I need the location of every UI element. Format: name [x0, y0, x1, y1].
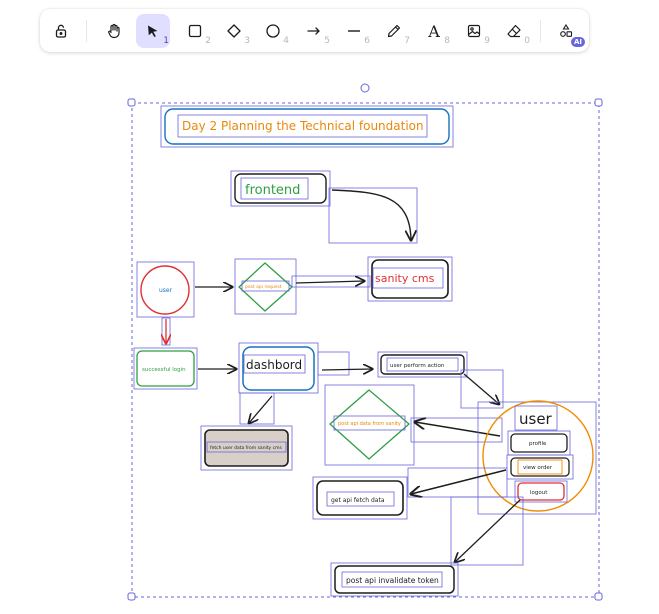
- title-text: Day 2 Planning the Technical foundation: [182, 119, 424, 133]
- line-icon: [348, 30, 360, 32]
- fetch-user-data-box[interactable]: fetch user data from sanity cms: [200, 425, 293, 471]
- eraser-tool-button[interactable]: 0: [497, 14, 531, 48]
- connector-arrow[interactable]: [321, 369, 372, 370]
- hand-icon: [108, 23, 120, 39]
- selection-box[interactable]: [127, 83, 603, 601]
- tool-shortcut-key: 8: [444, 36, 450, 46]
- tool-shortcut-key: 5: [324, 36, 330, 46]
- post-api-invalidate-text: post api invalidate token: [346, 576, 439, 585]
- rectangle-icon: [188, 24, 202, 38]
- user-circle-text: user: [159, 287, 173, 294]
- user-perform-action-box[interactable]: user perform action: [377, 351, 468, 378]
- user-circle-node[interactable]: user: [136, 261, 195, 318]
- profile-item[interactable]: profile: [529, 441, 547, 447]
- post-api-invalidate-box[interactable]: post api invalidate token: [330, 562, 459, 597]
- toolbar: 1 2 3 4 5 6 7 A 8 9 0 AI: [40, 9, 589, 52]
- title-box[interactable]: Day 2 Planning the Technical foundation: [160, 105, 454, 148]
- diamond-tool-button[interactable]: 3: [217, 14, 251, 48]
- user-menu-title: user: [519, 410, 553, 428]
- hand-tool-button[interactable]: [97, 14, 131, 48]
- rotate-handle[interactable]: [360, 83, 370, 93]
- successful-login-text: successful login: [142, 367, 186, 373]
- dashbord-box[interactable]: dashbord: [238, 342, 319, 394]
- ellipse-icon: [266, 24, 280, 38]
- connector-arrow[interactable]: [249, 395, 273, 423]
- connector-arrow[interactable]: [415, 422, 501, 437]
- draw-tool-button[interactable]: 7: [377, 14, 411, 48]
- connector-arrow[interactable]: [331, 189, 411, 240]
- tool-shortcut-key: 4: [283, 36, 289, 46]
- post-api-data-text: post api data from sanity: [338, 421, 401, 427]
- tool-shortcut-key: 0: [524, 36, 530, 46]
- toolbar-divider: [86, 20, 87, 42]
- resize-handle[interactable]: [127, 98, 136, 107]
- post-api-data-node[interactable]: post api data from sanity: [324, 384, 415, 466]
- fetch-user-data-text: fetch user data from sanity cms: [210, 445, 283, 451]
- logout-item[interactable]: logout: [530, 490, 548, 496]
- ellipse-tool-button[interactable]: 4: [256, 14, 290, 48]
- lock-icon: [55, 24, 67, 38]
- post-api-request-text: post api request: [245, 284, 282, 290]
- tool-shortcut-key: 6: [364, 36, 370, 46]
- successful-login-box[interactable]: successful login: [133, 347, 198, 390]
- lock-tool-button[interactable]: [44, 14, 78, 48]
- text-tool-button[interactable]: A 8: [417, 14, 451, 48]
- user-perform-action-text: user perform action: [390, 363, 445, 369]
- view-order-item[interactable]: view order: [523, 465, 553, 471]
- dashbord-text: dashbord: [246, 358, 302, 372]
- frontend-box[interactable]: frontend: [230, 170, 331, 207]
- image-icon: [467, 24, 481, 38]
- rectangle-tool-button[interactable]: 2: [178, 14, 212, 48]
- frontend-text: frontend: [245, 183, 300, 198]
- arrow-tool-button[interactable]: 5: [297, 14, 331, 48]
- resize-handle[interactable]: [594, 98, 603, 107]
- pointer-icon: [148, 25, 158, 37]
- get-api-fetch-box[interactable]: get api fetch data: [312, 476, 408, 520]
- pencil-icon: [387, 24, 401, 38]
- diamond-icon: [227, 24, 241, 38]
- line-tool-button[interactable]: 6: [337, 14, 371, 48]
- tool-shortcut-key: 1: [163, 36, 169, 46]
- ai-badge: AI: [570, 37, 585, 47]
- eraser-icon: [507, 24, 521, 38]
- user-menu-node[interactable]: user profile view order logout: [477, 400, 597, 515]
- tool-shortcut-key: 3: [244, 36, 250, 46]
- tool-shortcut-key: 7: [404, 36, 410, 46]
- shapes-icon: [560, 23, 573, 37]
- connector-arrow[interactable]: [463, 373, 499, 404]
- get-api-fetch-text: get api fetch data: [331, 497, 385, 504]
- resize-handle[interactable]: [594, 592, 603, 601]
- sanity-cms-box[interactable]: sanity cms: [367, 256, 453, 302]
- connector-arrow[interactable]: [455, 499, 521, 562]
- resize-handle[interactable]: [127, 592, 136, 601]
- toolbar-divider: [540, 20, 541, 42]
- arrow-icon: [307, 27, 320, 35]
- tool-shortcut-key: 9: [484, 36, 490, 46]
- image-tool-button[interactable]: 9: [457, 14, 491, 48]
- post-api-request-node[interactable]: post api request: [234, 258, 297, 315]
- tool-shortcut-key: 2: [205, 36, 211, 46]
- connector-arrow[interactable]: [411, 469, 507, 494]
- text-tool-glyph: A: [428, 21, 440, 41]
- connector-arrow[interactable]: [295, 281, 364, 283]
- selection-tool-button[interactable]: 1: [136, 14, 170, 48]
- sanity-cms-text: sanity cms: [375, 272, 435, 285]
- more-tools-button[interactable]: AI: [549, 14, 585, 48]
